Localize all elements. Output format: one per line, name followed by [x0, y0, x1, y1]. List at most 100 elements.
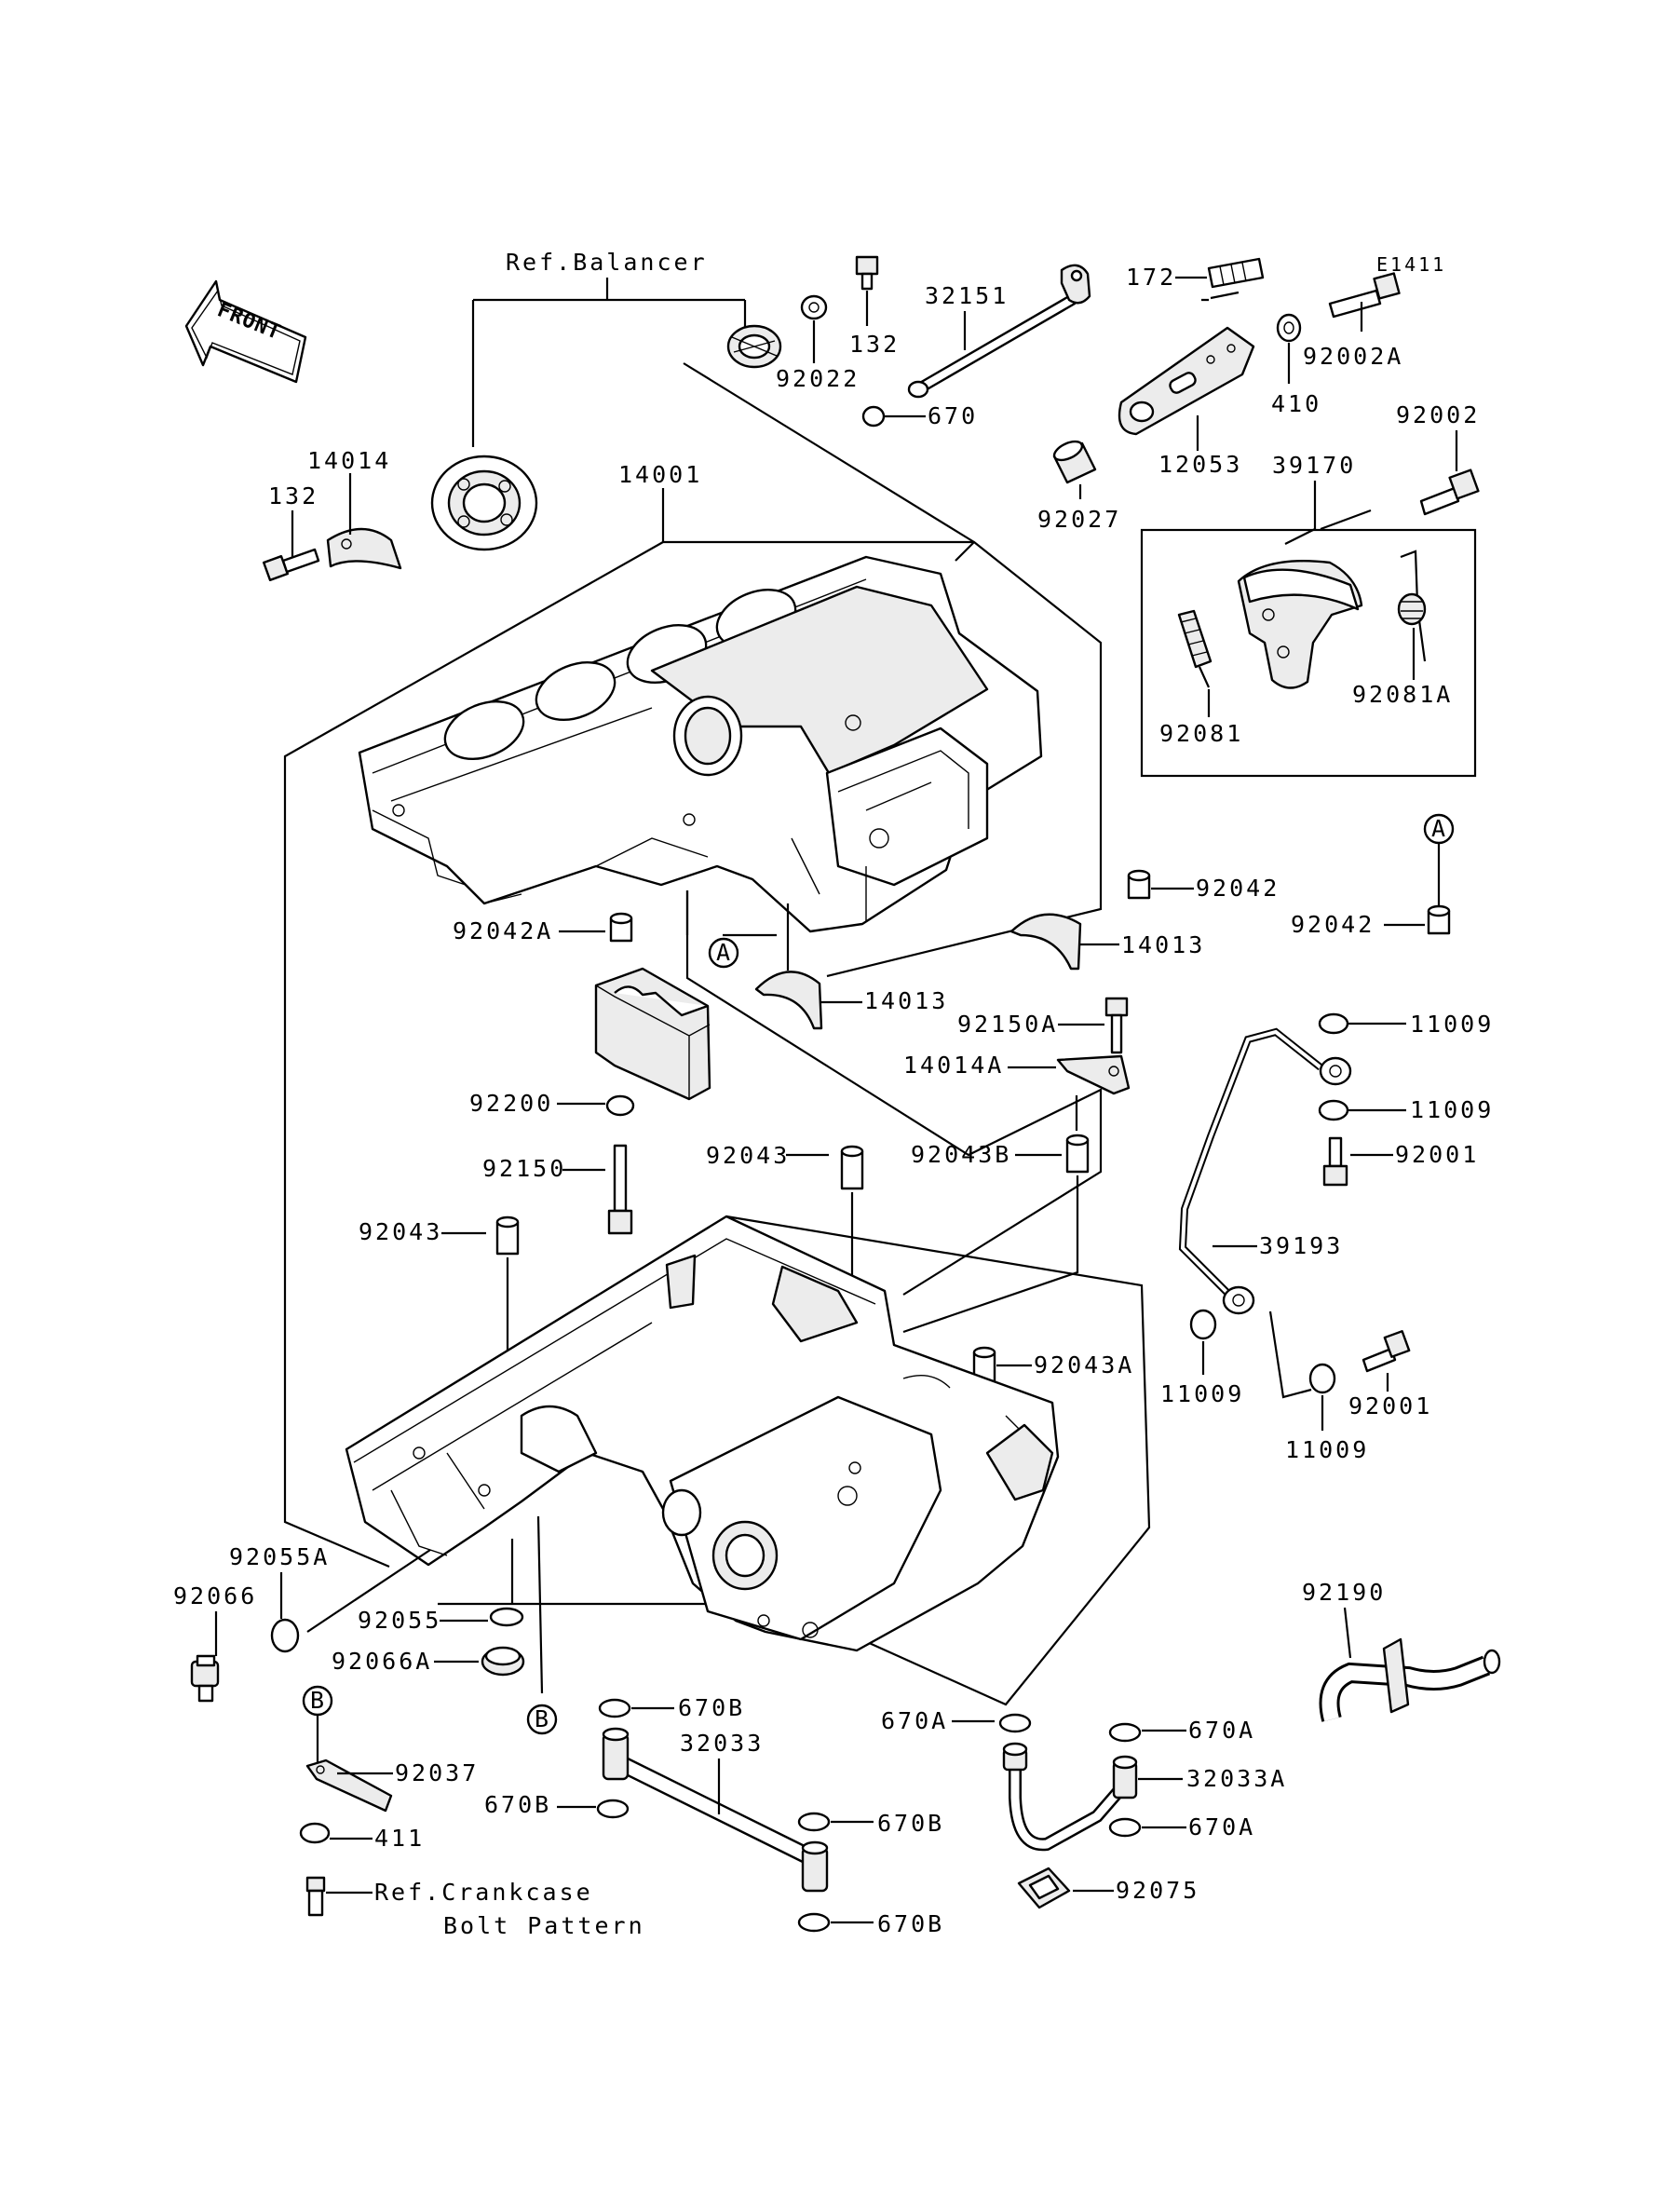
part-92081A: 92081A — [1352, 681, 1453, 708]
part-92043-left: 92043 — [359, 1218, 442, 1245]
washer-11009-b — [1318, 1099, 1349, 1121]
o-ring-670B-b — [596, 1799, 630, 1819]
drain-plug-92066 — [190, 1654, 220, 1703]
washer-92022 — [800, 294, 828, 320]
part-670A-a: 670A — [881, 1707, 948, 1734]
dowel-92042A — [609, 912, 633, 943]
ball-bearing — [430, 455, 538, 551]
pipe-32033A — [1002, 1742, 1138, 1852]
bolt-92001-a — [1322, 1136, 1348, 1187]
part-92042-a: 92042 — [1196, 875, 1280, 902]
part-11009-b: 11009 — [1410, 1096, 1494, 1123]
part-11009-c: 11009 — [1160, 1380, 1244, 1407]
washer-410 — [1276, 313, 1302, 343]
chain-guide-12053 — [1118, 326, 1255, 436]
part-92022: 92022 — [776, 365, 860, 392]
callout-A-case-label: A — [716, 939, 730, 966]
part-14013-right: 14013 — [1121, 931, 1205, 958]
part-11009-a: 11009 — [1410, 1011, 1494, 1038]
o-ring-670A-a — [998, 1713, 1032, 1733]
part-92075: 92075 — [1116, 1877, 1199, 1904]
needle-bearing — [726, 324, 782, 369]
part-92042A: 92042A — [453, 917, 553, 944]
dowel-92042-b — [1427, 904, 1451, 935]
part-92150: 92150 — [482, 1155, 566, 1182]
bearing-shell-14013-b — [754, 971, 823, 1030]
shaft-32151 — [907, 264, 1091, 399]
bolt-132-left — [262, 548, 320, 582]
oil-pipe-39193 — [1178, 1027, 1352, 1315]
washer-11009-a — [1318, 1012, 1349, 1035]
dowel-92042-a — [1127, 869, 1151, 900]
callout-B-left — [302, 1685, 333, 1717]
dowel-92043-top — [840, 1145, 864, 1190]
part-39193: 39193 — [1259, 1232, 1343, 1259]
part-670B-b: 670B — [484, 1791, 551, 1818]
part-92001-b: 92001 — [1348, 1392, 1432, 1419]
callout-B-case-label: B — [535, 1705, 549, 1732]
part-32033: 32033 — [680, 1730, 764, 1757]
spring-92081A — [1397, 550, 1427, 662]
part-92066A: 92066A — [332, 1648, 432, 1675]
part-132-top: 132 — [849, 331, 900, 358]
part-32033A: 32033A — [1186, 1765, 1287, 1792]
callout-B-case — [526, 1704, 558, 1735]
washer-11009-c — [1189, 1309, 1217, 1340]
callout-A-case — [708, 937, 739, 969]
plug-92066A — [481, 1646, 525, 1677]
washer-92200 — [605, 1094, 635, 1117]
ref-balancer-bracket — [471, 278, 747, 447]
o-ring-670B-a — [598, 1698, 631, 1718]
part-411: 411 — [374, 1825, 425, 1852]
spring-92081 — [1177, 609, 1213, 688]
part-92055: 92055 — [358, 1607, 441, 1634]
part-14014: 14014 — [307, 447, 391, 474]
part-670B-a: 670B — [678, 1694, 745, 1721]
front-arrow-icon: FRONT — [184, 279, 307, 384]
part-92043A: 92043A — [1034, 1351, 1134, 1378]
o-ring-670 — [861, 405, 886, 428]
part-32151: 32151 — [925, 282, 1009, 309]
upper-case-bracket — [283, 540, 1103, 1569]
bolt-ref-crankcase — [305, 1876, 326, 1917]
callout-A-right-label: A — [1431, 815, 1445, 842]
ref-crankcase-label: Ref.Crankcase — [374, 1879, 593, 1906]
o-ring-670B-c — [797, 1812, 831, 1832]
bolt-132-top — [855, 255, 879, 291]
part-92190: 92190 — [1302, 1579, 1386, 1606]
part-14013-left: 14013 — [864, 987, 948, 1014]
part-14014A: 14014A — [903, 1052, 1004, 1079]
ref-crankcase-pattern-label: Bolt Pattern — [443, 1912, 645, 1939]
part-92055A: 92055A — [229, 1543, 330, 1570]
bolt-92001-b — [1362, 1330, 1411, 1373]
part-92150A: 92150A — [957, 1011, 1058, 1038]
bearing-cap — [594, 967, 711, 1101]
o-ring-670A-b — [1108, 1722, 1142, 1743]
o-ring-92055A — [270, 1618, 300, 1653]
callout-B-left-label: B — [310, 1687, 324, 1714]
part-670A-c: 670A — [1188, 1813, 1255, 1840]
lever-92037 — [305, 1759, 393, 1813]
part-670: 670 — [928, 402, 978, 429]
bolt-92150A — [1104, 997, 1129, 1054]
figure-code: E1411 — [1376, 253, 1446, 276]
part-92043B: 92043B — [911, 1141, 1011, 1168]
part-14001: 14001 — [618, 461, 702, 488]
bearing-shell-14013-a — [1009, 913, 1082, 971]
o-ring-92055 — [489, 1607, 524, 1627]
part-92037: 92037 — [395, 1759, 479, 1786]
part-12053: 12053 — [1158, 451, 1242, 478]
part-39170: 39170 — [1272, 452, 1356, 479]
pipe-32033 — [602, 1727, 829, 1893]
lower-crankcase — [345, 1215, 1060, 1652]
dowel-92027 — [1052, 440, 1097, 484]
part-92081: 92081 — [1159, 720, 1243, 747]
part-92043-top: 92043 — [706, 1142, 790, 1169]
part-92042-b: 92042 — [1291, 911, 1375, 938]
bolt-92002A — [1328, 272, 1401, 319]
part-670B-c: 670B — [877, 1810, 944, 1837]
bolt-92002 — [1419, 469, 1480, 516]
callout-A-right — [1423, 813, 1455, 845]
part-172: 172 — [1126, 264, 1176, 291]
